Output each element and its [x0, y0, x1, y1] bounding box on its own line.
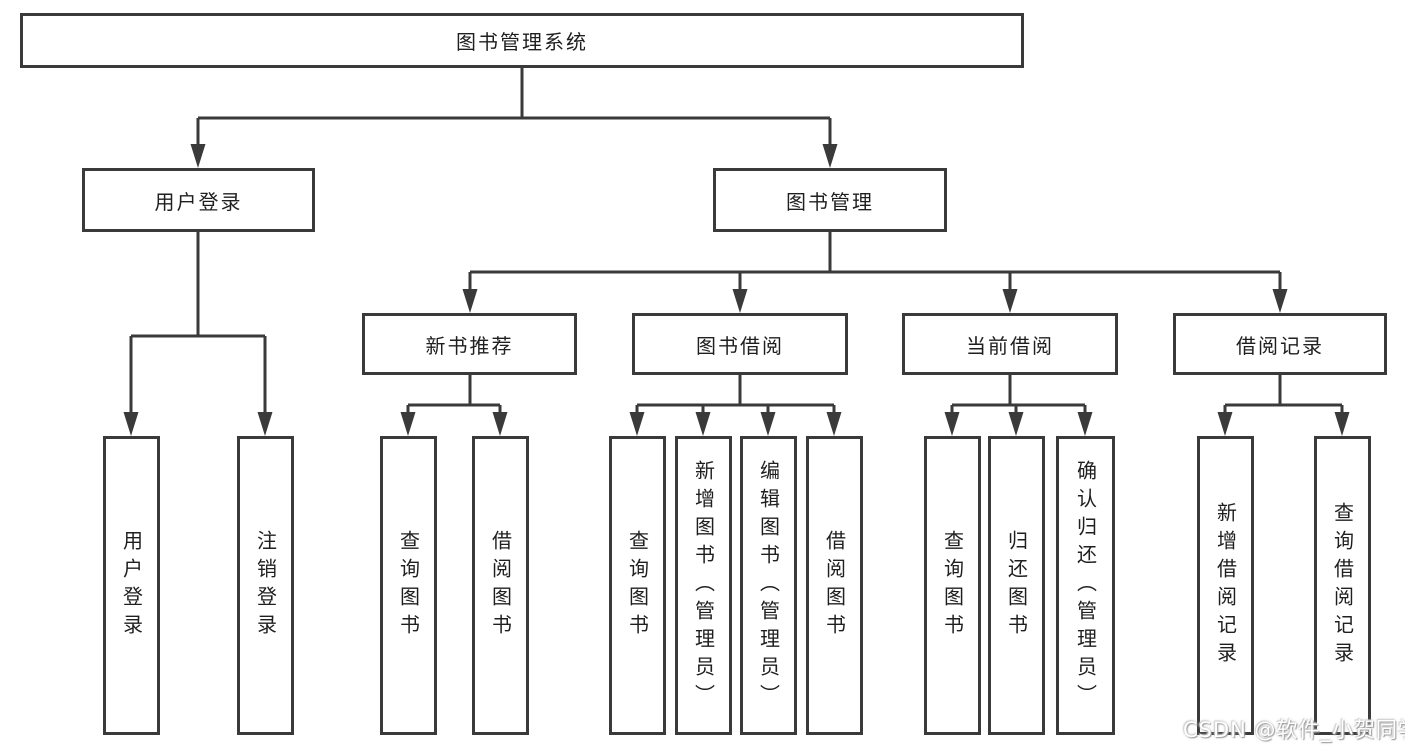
leaf-borrow-borrow-books: 借阅图书	[806, 436, 863, 735]
leaf-borrow-query-books: 查询图书	[609, 436, 666, 735]
arrowhead-icon	[1008, 412, 1024, 436]
arrowhead-icon	[1002, 289, 1018, 313]
arrowhead-icon	[123, 412, 139, 436]
arrowhead-icon	[257, 412, 273, 436]
leaf-records-add-record: 新增借阅记录	[1197, 436, 1254, 735]
leaf-borrow-edit-books-admin: 编辑图书（管理员）	[740, 436, 797, 735]
arrowhead-icon	[1334, 412, 1350, 436]
leaf-recommend-borrow-books: 借阅图书	[472, 436, 529, 735]
arrowhead-icon	[400, 412, 416, 436]
leaf-current-confirm-return-admin: 确认归还（管理员）	[1056, 436, 1115, 735]
arrowhead-icon	[1217, 412, 1233, 436]
arrowhead-icon	[492, 412, 508, 436]
node-current-borrowing: 当前借阅	[902, 313, 1118, 375]
node-user-login: 用户登录	[82, 168, 315, 232]
arrowhead-icon	[190, 144, 206, 168]
leaf-current-return-books: 归还图书	[988, 436, 1045, 735]
arrowhead-icon	[822, 144, 838, 168]
node-book-management: 图书管理	[713, 168, 947, 232]
arrowhead-icon	[760, 412, 776, 436]
arrowhead-icon	[629, 412, 645, 436]
node-new-book-recommendation: 新书推荐	[362, 313, 577, 375]
node-library-management-system: 图书管理系统	[20, 13, 1024, 68]
arrowhead-icon	[1077, 412, 1093, 436]
leaf-logout: 注销登录	[237, 436, 294, 735]
node-book-borrowing: 图书借阅	[632, 313, 848, 375]
arrowhead-icon	[695, 412, 711, 436]
arrowhead-icon	[1272, 289, 1288, 313]
node-borrowing-records: 借阅记录	[1173, 313, 1387, 375]
leaf-recommend-query-books: 查询图书	[380, 436, 437, 735]
arrowhead-icon	[462, 289, 478, 313]
watermark: CSDN @软件_小贺同学	[1183, 718, 1405, 742]
leaf-borrow-add-books-admin: 新增图书（管理员）	[675, 436, 732, 735]
arrowhead-icon	[826, 412, 842, 436]
arrowhead-icon	[732, 289, 748, 313]
leaf-current-query-books: 查询图书	[924, 436, 981, 735]
leaf-user-login: 用户登录	[103, 436, 160, 735]
arrowhead-icon	[944, 412, 960, 436]
leaf-records-query-record: 查询借阅记录	[1314, 436, 1371, 735]
